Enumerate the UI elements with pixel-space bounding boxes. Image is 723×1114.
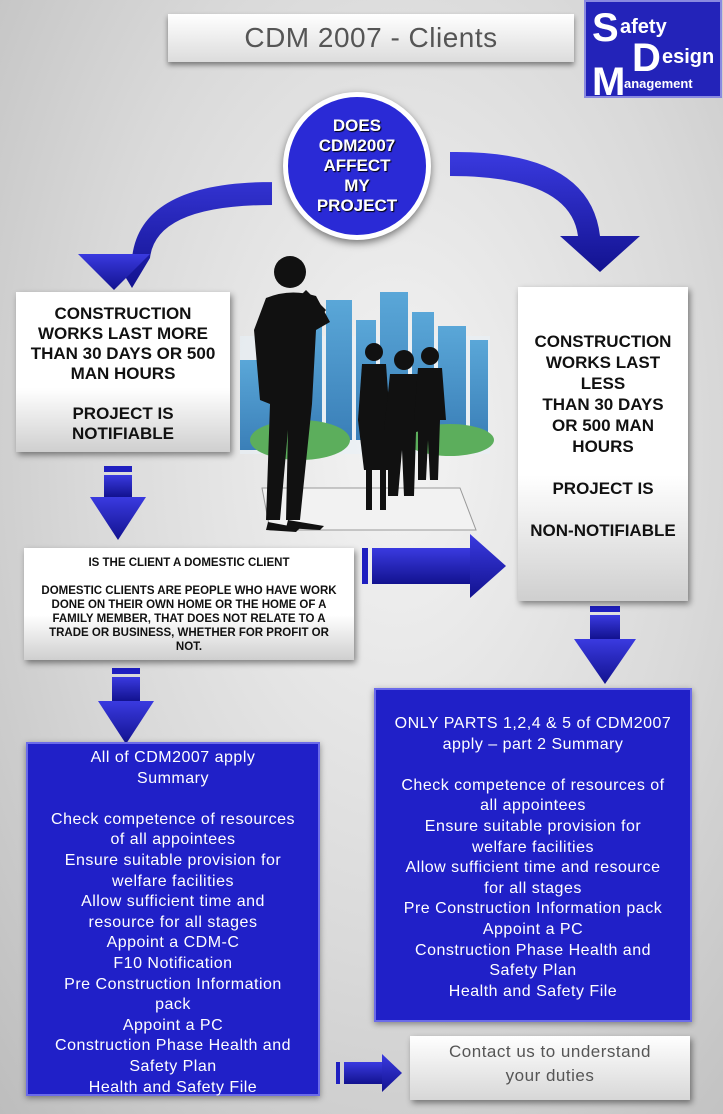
all-cdm-line: Allow sufficient time and	[81, 893, 265, 911]
domestic-line: FAMILY MEMBER, THAT DOES NOT RELATE TO A	[52, 613, 326, 625]
domestic-client-box: IS THE CLIENT A DOMESTIC CLIENT DOMESTIC…	[24, 548, 354, 660]
all-cdm-line: resource for all stages	[88, 913, 258, 931]
all-cdm-line: Health and Safety File	[88, 1078, 258, 1096]
page-title: CDM 2007 - Clients	[168, 14, 574, 62]
logo-word-afety: afety	[620, 16, 667, 38]
question-line: AFFECT	[323, 156, 391, 175]
parts-summary-box: ONLY PARTS 1,2,4 & 5 of CDM2007 apply – …	[374, 688, 692, 1022]
parts-line: Construction Phase Health and	[415, 941, 651, 959]
notifiable-line: NOTIFIABLE	[72, 424, 174, 443]
non-notifiable-line	[526, 499, 680, 520]
curved-arrow-right	[450, 151, 640, 272]
parts-line	[380, 755, 686, 776]
non-notifiable-line: CONSTRUCTION	[534, 332, 672, 351]
parts-line: Ensure suitable provision for	[424, 817, 642, 835]
parts-line: apply – part 2 Summary	[442, 735, 624, 753]
non-notifiable-line: HOURS	[572, 437, 634, 456]
all-cdm-line	[32, 789, 314, 810]
parts-line: Allow sufficient time and resource	[405, 859, 661, 877]
parts-line: Pre Construction Information pack	[403, 900, 663, 918]
domestic-line: DOMESTIC CLIENTS ARE PEOPLE WHO HAVE WOR…	[41, 585, 337, 597]
logo-letter-d: D	[632, 36, 661, 80]
domestic-line: NOT.	[175, 641, 203, 653]
down-arrow-left-2	[98, 668, 154, 744]
parts-line: Check competence of resources of	[401, 776, 665, 794]
logo-word-anagement: anagement	[624, 76, 693, 91]
parts-line: for all stages	[484, 879, 582, 897]
notifiable-line	[22, 384, 224, 404]
logo-letter-m: M	[592, 60, 626, 104]
parts-line: ONLY PARTS 1,2,4 & 5 of CDM2007	[394, 715, 672, 732]
notifiable-line: PROJECT IS	[72, 404, 174, 423]
question-line: MY	[344, 176, 370, 195]
all-cdm-line: Construction Phase Health and	[55, 1037, 291, 1055]
business-people-illustration	[240, 256, 494, 532]
all-cdm-line: Safety Plan	[129, 1057, 217, 1075]
all-cdm-line: pack	[155, 996, 191, 1014]
all-cdm-line: Ensure suitable provision for	[64, 851, 282, 869]
domestic-line: DONE ON THEIR OWN HOME OR THE HOME OF A	[51, 599, 327, 611]
all-cdm-line: F10 Notification	[113, 954, 233, 972]
non-notifiable-line: NON-NOTIFIABLE	[530, 521, 676, 540]
domestic-line: IS THE CLIENT A DOMESTIC CLIENT	[88, 557, 290, 569]
non-notifiable-line: THAN 30 DAYS	[542, 395, 664, 414]
parts-line: Appoint a PC	[482, 920, 584, 938]
non-notifiable-box: CONSTRUCTION WORKS LAST LESS THAN 30 DAY…	[518, 287, 688, 601]
parts-line: all appointees	[480, 797, 586, 815]
notifiable-line: CONSTRUCTION	[54, 304, 192, 323]
notifiable-box: CONSTRUCTION WORKS LAST MORE THAN 30 DAY…	[16, 292, 230, 452]
all-cdm-line: Appoint a PC	[122, 1016, 224, 1034]
domestic-line: TRADE OR BUSINESS, WHETHER FOR PROFIT OR	[49, 627, 329, 639]
notifiable-line: WORKS LAST MORE	[38, 324, 208, 343]
domestic-line	[34, 570, 344, 584]
question-line: CDM2007	[318, 136, 396, 155]
non-notifiable-line	[526, 457, 680, 478]
all-cdm-summary-box: All of CDM2007 apply Summary Check compe…	[26, 742, 320, 1096]
parts-line: Health and Safety File	[448, 982, 618, 1000]
all-cdm-line: welfare facilities	[112, 872, 234, 890]
non-notifiable-line: LESS	[580, 374, 626, 393]
all-cdm-line: of all appointees	[110, 831, 236, 849]
down-arrow-left-1	[90, 466, 146, 540]
notifiable-line: THAN 30 DAYS OR 500	[30, 344, 216, 363]
notifiable-line: MAN HOURS	[70, 364, 176, 383]
logo-word-esign: esign	[662, 46, 715, 68]
non-notifiable-line: OR 500 MAN	[551, 416, 655, 435]
right-arrow-bottom	[336, 1054, 402, 1092]
non-notifiable-line: WORKS LAST	[545, 353, 661, 372]
all-cdm-line: Check competence of resources	[51, 810, 295, 828]
contact-line: Contact us to understand	[449, 1042, 651, 1061]
all-cdm-line: Pre Construction Information	[64, 975, 282, 993]
all-cdm-line: All of CDM2007 apply	[90, 749, 256, 766]
down-arrow-right	[574, 606, 636, 684]
safety-design-management-logo: S afety D esign M anagement	[584, 0, 722, 102]
contact-line: your duties	[505, 1066, 595, 1085]
question-line: PROJECT	[316, 196, 398, 215]
curved-arrow-left	[78, 158, 272, 290]
contact-us-box[interactable]: Contact us to understand your duties	[410, 1036, 690, 1100]
question-circle: DOES CDM2007 AFFECT MY PROJECT	[283, 92, 431, 240]
all-cdm-line: Appoint a CDM-C	[106, 934, 240, 952]
parts-line: welfare facilities	[472, 838, 594, 856]
all-cdm-line: Summary	[137, 769, 209, 787]
logo-letter-s: S	[592, 6, 619, 50]
parts-line: Safety Plan	[489, 962, 577, 980]
question-line: DOES	[332, 116, 382, 135]
right-arrow-mid	[362, 534, 506, 598]
non-notifiable-line: PROJECT IS	[552, 479, 654, 498]
